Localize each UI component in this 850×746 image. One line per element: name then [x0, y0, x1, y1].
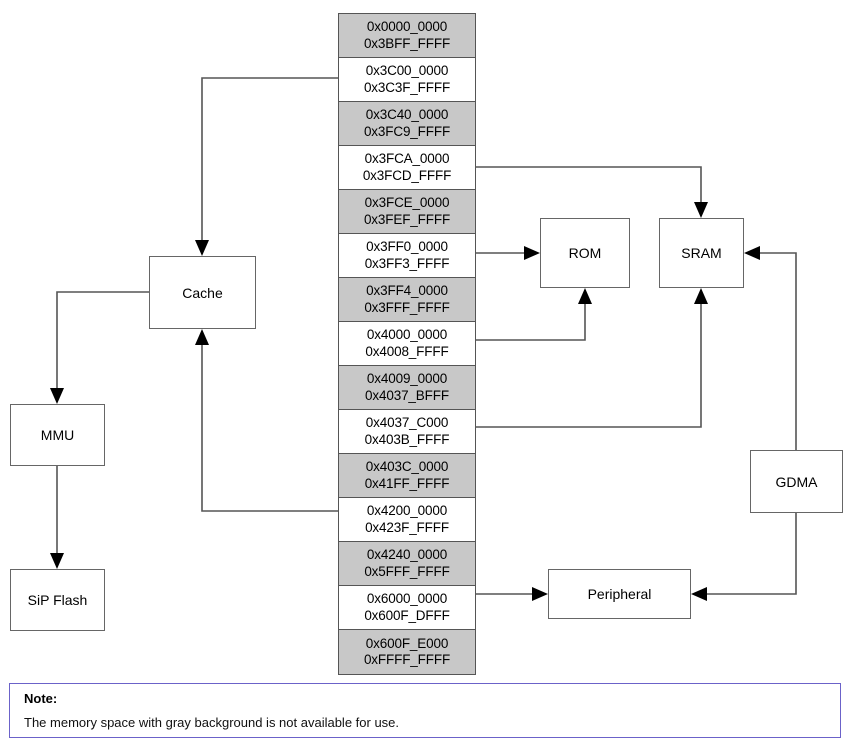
block-rom-label: ROM [568, 245, 602, 261]
memory-row: 0x3C40_0000 0x3FC9_FFFF [339, 102, 475, 146]
memory-row-start: 0x600F_E000 [365, 635, 449, 651]
block-peripheral: Peripheral [548, 569, 691, 619]
memory-row-end: 0x3BFF_FFFF [363, 35, 451, 51]
memory-row: 0x4009_0000 0x4037_BFFF [339, 366, 475, 410]
memory-row: 0x600F_E000 0xFFFF_FFFF [339, 630, 475, 674]
block-rom: ROM [540, 218, 630, 288]
arrowhead-into-cache-bottom [195, 329, 209, 345]
memory-row-start: 0x3FCE_0000 [364, 195, 450, 211]
connector-gdma-to-sram [755, 252, 797, 450]
memory-row: 0x4240_0000 0x5FFF_FFFF [339, 542, 475, 586]
connector-gdma-to-peripheral [702, 513, 797, 595]
arrowhead-into-peripheral-left [532, 587, 548, 601]
note-box: Note: The memory space with gray backgro… [9, 683, 841, 738]
memory-row-end: 0x3C3F_FFFF [363, 79, 451, 95]
memory-row-end: 0x3FCD_FFFF [362, 167, 452, 183]
memory-row-end: 0x4037_BFFF [365, 387, 449, 403]
block-mmu-label: MMU [40, 427, 75, 443]
block-peripheral-label: Peripheral [587, 586, 652, 602]
block-sram-label: SRAM [681, 245, 722, 261]
memory-row: 0x3C00_0000 0x3C3F_FFFF [339, 58, 475, 102]
memory-row-end: 0x3FC9_FFFF [363, 123, 451, 139]
memory-row-end: 0x403B_FFFF [364, 431, 450, 447]
block-sip-flash: SiP Flash [10, 569, 105, 631]
memory-row: 0x3FF0_0000 0x3FF3_FFFF [339, 234, 475, 278]
memory-row: 0x4000_0000 0x4008_FFFF [339, 322, 475, 366]
block-sip-flash-label: SiP Flash [27, 592, 88, 608]
memory-row-start: 0x4000_0000 [366, 327, 448, 343]
connector-rom-alias-region-to-rom [476, 299, 586, 341]
arrowhead-into-cache-top [195, 240, 209, 256]
memory-row: 0x3FF4_0000 0x3FFF_FFFF [339, 278, 475, 322]
memory-row-start: 0x3C40_0000 [365, 107, 449, 123]
memory-row-start: 0x4009_0000 [366, 371, 448, 387]
note-title: Note: [24, 691, 58, 706]
block-cache: Cache [149, 256, 256, 329]
block-sram: SRAM [659, 218, 744, 288]
block-gdma-label: GDMA [775, 473, 818, 490]
memory-row-end: 0xFFFF_FFFF [363, 652, 451, 667]
arrowhead-into-sram-right [744, 246, 760, 260]
block-cache-label: Cache [182, 284, 223, 301]
connector-dram-region-to-sram [476, 166, 702, 207]
memory-row: 0x3FCA_0000 0x3FCD_FFFF [339, 146, 475, 190]
memory-row-start: 0x3C00_0000 [365, 63, 449, 79]
memory-row-end: 0x600F_DFFF [364, 607, 450, 623]
arrowhead-into-rom-bottom [578, 288, 592, 304]
memory-row-start: 0x4037_C000 [365, 415, 449, 431]
connector-psram-region-to-cache [201, 341, 338, 512]
connector-flash-region-to-cache [201, 77, 338, 245]
memory-row: 0x4200_0000 0x423F_FFFF [339, 498, 475, 542]
memory-row-end: 0x3FFF_FFFF [364, 299, 450, 315]
note-text: The memory space with gray background is… [24, 715, 400, 730]
memory-row-end: 0x5FFF_FFFF [364, 563, 450, 579]
memory-row-start: 0x3FF4_0000 [366, 283, 448, 299]
memory-address-column: 0x0000_0000 0x3BFF_FFFF 0x3C00_0000 0x3C… [338, 13, 476, 675]
memory-row-end: 0x3FEF_FFFF [363, 211, 451, 227]
memory-row-end: 0x423F_FFFF [365, 519, 449, 535]
memory-row-end: 0x41FF_FFFF [364, 475, 450, 491]
connector-iram-region-to-sram [476, 299, 702, 428]
block-gdma: GDMA [750, 450, 843, 513]
memory-row: 0x3FCE_0000 0x3FEF_FFFF [339, 190, 475, 234]
memory-row-start: 0x4200_0000 [366, 503, 448, 519]
memory-row: 0x6000_0000 0x600F_DFFF [339, 586, 475, 630]
memory-row: 0x4037_C000 0x403B_FFFF [339, 410, 475, 454]
connector-cache-to-mmu [56, 291, 149, 393]
block-mmu: MMU [10, 404, 105, 466]
memory-row-start: 0x0000_0000 [366, 19, 448, 35]
arrowhead-into-sip-flash-top [50, 553, 64, 569]
arrowhead-into-peripheral-right [691, 587, 707, 601]
arrowhead-into-rom-left [524, 246, 540, 260]
arrowhead-into-mmu-top [50, 388, 64, 404]
memory-row: 0x0000_0000 0x3BFF_FFFF [339, 14, 475, 58]
arrowhead-into-sram-bottom [694, 288, 708, 304]
memory-row-start: 0x4240_0000 [366, 547, 448, 563]
memory-row-start: 0x6000_0000 [366, 591, 448, 607]
memory-row-end: 0x4008_FFFF [365, 343, 449, 359]
memory-row: 0x403C_0000 0x41FF_FFFF [339, 454, 475, 498]
memory-row-end: 0x3FF3_FFFF [364, 255, 450, 271]
memory-row-start: 0x3FF0_0000 [366, 239, 448, 255]
arrowhead-into-sram-top [694, 202, 708, 218]
memory-row-start: 0x403C_0000 [365, 459, 449, 475]
memory-row-start: 0x3FCA_0000 [364, 151, 450, 167]
